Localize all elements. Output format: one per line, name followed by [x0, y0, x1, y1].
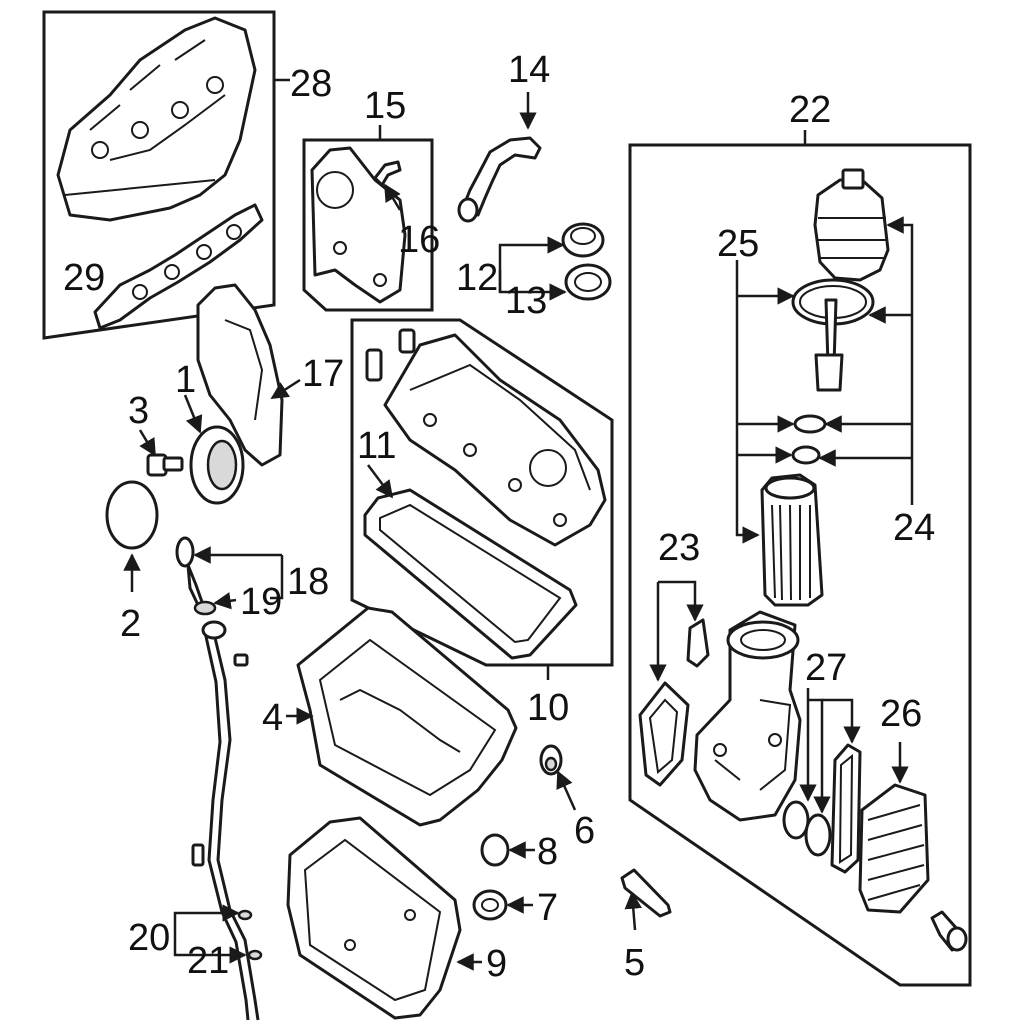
- breather-hose-part: [457, 136, 542, 223]
- housing-gasket-large-part: [638, 681, 690, 787]
- callout-24: 24: [893, 507, 935, 549]
- callout-26: 26: [880, 693, 922, 735]
- callout-20: 20: [128, 917, 170, 959]
- callout-5: 5: [624, 942, 645, 984]
- oil-filter-housing-group-box: [628, 130, 972, 987]
- filter-housing-part: [693, 610, 802, 822]
- callout-19: 19: [240, 581, 282, 623]
- dipstick-tube-part: [191, 620, 263, 1021]
- callout-17: 17: [302, 353, 344, 395]
- callout-12: 12: [456, 257, 498, 299]
- upper-oil-pan-part: [296, 606, 518, 827]
- oil-cooler-part: [858, 783, 930, 914]
- timing-cover-part: [310, 146, 407, 304]
- cooler-bolt-part: [930, 910, 968, 952]
- oil-filter-element-part: [760, 473, 824, 607]
- callout-4: 4: [262, 697, 283, 739]
- callout-15: 15: [364, 85, 406, 127]
- intake-manifold-group-box: [42, 10, 290, 340]
- callout-23: 23: [658, 527, 700, 569]
- callout-25: 25: [717, 223, 759, 265]
- callout-14: 14: [508, 49, 550, 91]
- leader-lines: [123, 92, 914, 971]
- valve-cover-part: [383, 333, 607, 547]
- callout-22: 22: [789, 89, 831, 131]
- small-oring-upper-part: [793, 414, 827, 434]
- callout-10: 10: [527, 687, 569, 729]
- lower-oil-pan-part: [286, 816, 462, 1020]
- valve-cover-bolt-parts: [365, 328, 416, 382]
- filter-center-tube-part: [814, 298, 844, 392]
- dipstick-handle-part: [175, 536, 204, 607]
- oil-filter-cap-part: [813, 168, 890, 282]
- clip-part: [373, 160, 402, 187]
- callout-16: 16: [398, 219, 440, 261]
- seal-ring-part: [480, 833, 510, 867]
- callout-3: 3: [128, 390, 149, 432]
- bolt-part: [146, 453, 184, 477]
- callout-labels: 28 29 15 16 14 12 13 22 25 24 17 1 3 11 …: [63, 49, 935, 985]
- callout-11: 11: [357, 425, 396, 467]
- manifold-gasket-part: [93, 203, 264, 330]
- drain-plug-part: [539, 744, 563, 776]
- dipstick-oring-part: [193, 600, 217, 616]
- housing-gasket-small-part: [686, 618, 710, 668]
- callout-13: 13: [505, 280, 547, 322]
- pulley-seal-part: [189, 425, 245, 505]
- callout-9: 9: [486, 943, 507, 985]
- drain-plug-seal-part: [472, 889, 508, 921]
- cover-plug-part: [105, 480, 159, 550]
- callout-2: 2: [120, 603, 141, 645]
- valve-cover-group-box: [350, 318, 614, 680]
- oil-filler-cap-part: [561, 222, 605, 258]
- small-oring-lower-part: [791, 445, 821, 465]
- callout-28: 28: [290, 63, 332, 105]
- callout-27: 27: [805, 647, 847, 689]
- chain-housing-cover-part: [196, 283, 284, 467]
- timing-cover-group-box: [302, 125, 434, 312]
- cooler-oring-a-part: [782, 800, 810, 840]
- callout-21: 21: [187, 940, 229, 982]
- callout-1: 1: [175, 359, 196, 401]
- callout-7: 7: [537, 887, 558, 929]
- cooler-oring-b-part: [804, 813, 832, 857]
- callout-29: 29: [63, 257, 105, 299]
- callout-6: 6: [574, 810, 595, 852]
- intake-manifold-part: [56, 16, 257, 222]
- filler-cap-seal-part: [564, 263, 612, 301]
- oil-level-sensor-part: [620, 868, 672, 918]
- callout-18: 18: [287, 561, 329, 603]
- cooler-gasket-part: [830, 743, 862, 874]
- callout-8: 8: [537, 831, 558, 873]
